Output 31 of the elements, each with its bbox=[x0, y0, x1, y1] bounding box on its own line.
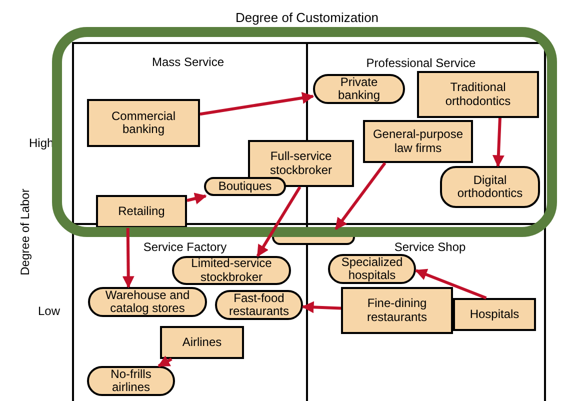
service-pill: Private banking bbox=[313, 74, 405, 104]
service-pill: Limited-service stockbroker bbox=[172, 256, 291, 285]
arrow bbox=[200, 92, 314, 116]
title: Degree of Customization bbox=[235, 10, 379, 25]
quadrant-label: Service Factory bbox=[143, 240, 227, 254]
axis-value: Low bbox=[38, 304, 60, 318]
service-box: Fine-dining restaurants bbox=[341, 287, 453, 334]
service-pill: Boutiques bbox=[204, 177, 286, 196]
arrow bbox=[414, 268, 487, 300]
arrow bbox=[302, 301, 342, 314]
service-pill: Specialized hospitals bbox=[328, 254, 416, 284]
service-box: Airlines bbox=[160, 326, 244, 359]
axis-label: Degree of Labor bbox=[18, 188, 32, 276]
arrow bbox=[334, 162, 386, 230]
arrow bbox=[256, 186, 302, 258]
arrow bbox=[492, 118, 504, 168]
arrow bbox=[186, 192, 207, 204]
service-pill: No-frills airlines bbox=[87, 366, 175, 396]
service-box: General-purpose law firms bbox=[363, 120, 473, 163]
arrow bbox=[158, 356, 172, 368]
service-box: Traditional orthodontics bbox=[417, 71, 539, 118]
service-box: Commercial banking bbox=[87, 99, 200, 147]
quadrant-label: Mass Service bbox=[152, 55, 224, 69]
service-box: Retailing bbox=[96, 195, 187, 228]
service-pill: Digital orthodontics bbox=[440, 166, 540, 208]
service-pill: Fast-food restaurants bbox=[215, 290, 303, 320]
arrow bbox=[122, 228, 134, 288]
service-box: Hospitals bbox=[453, 298, 536, 331]
quadrant-label: Professional Service bbox=[366, 56, 476, 70]
quadrant-label: Service Shop bbox=[394, 240, 466, 254]
service-pill: Warehouse and catalog stores bbox=[88, 287, 207, 317]
